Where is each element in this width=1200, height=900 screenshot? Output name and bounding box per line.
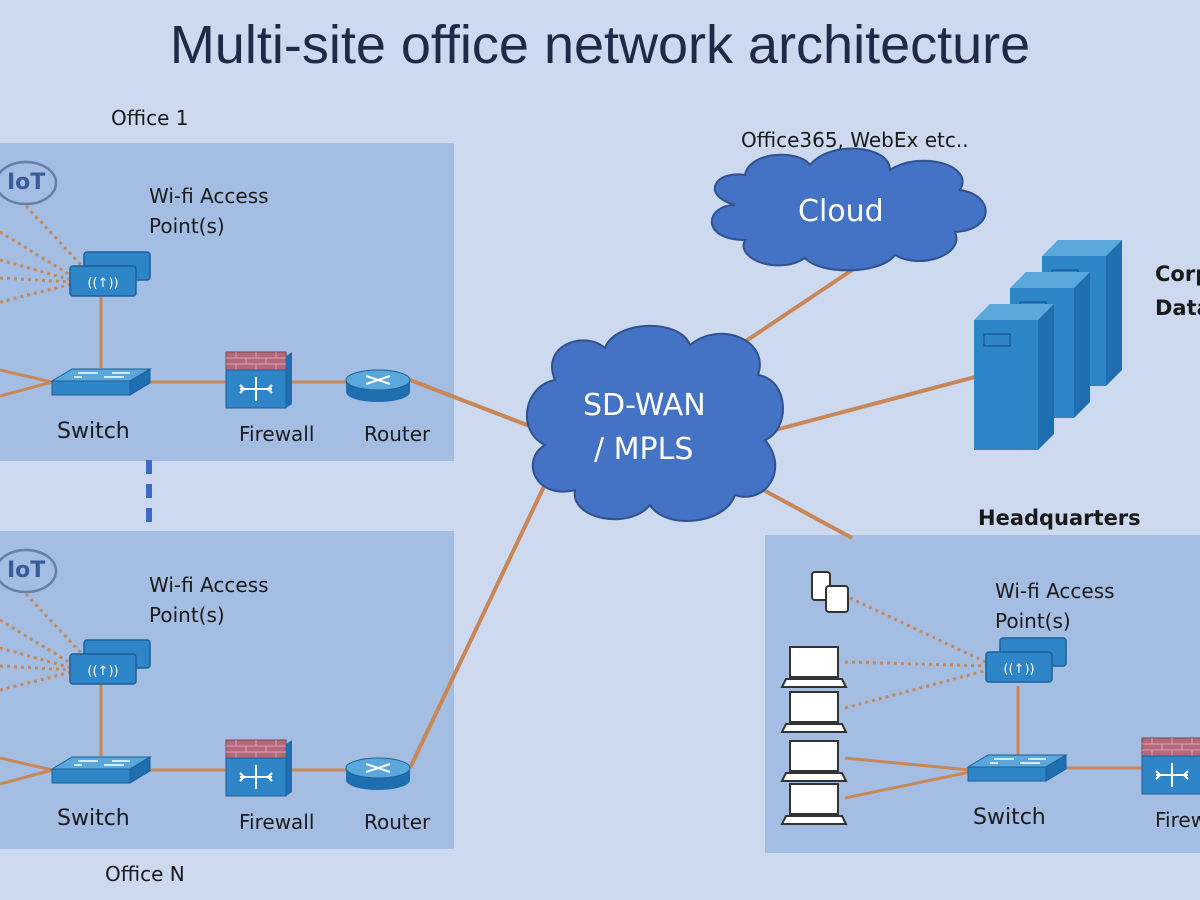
datacenter-label: Data xyxy=(1155,296,1200,320)
officeN-wiring xyxy=(0,684,348,786)
cloud-label: Cloud xyxy=(798,194,884,229)
firewall-icon xyxy=(225,739,293,797)
wifi-label: Point(s) xyxy=(149,603,225,627)
firewall-label: Firewall xyxy=(239,422,315,446)
laptop-icon xyxy=(781,691,847,733)
office1-label: Office 1 xyxy=(111,106,189,130)
server-icon xyxy=(973,303,1055,451)
wifi-label: Wi-fi Access xyxy=(149,573,269,597)
iot-icon xyxy=(0,160,58,206)
firewall-label: Firewall xyxy=(239,810,315,834)
wifi-label: Point(s) xyxy=(149,214,225,238)
wan-label: SD-WAN xyxy=(583,388,706,423)
switch-icon xyxy=(967,754,1067,782)
router-icon xyxy=(345,757,411,791)
switch-icon xyxy=(51,368,151,396)
router-label: Router xyxy=(364,422,431,446)
iot-label: IoT xyxy=(7,170,46,195)
firewall-icon xyxy=(225,351,293,409)
iot-label: IoT xyxy=(7,558,46,583)
laptop-icon xyxy=(781,646,847,688)
firewall-label: Firew xyxy=(1155,808,1200,832)
headquarters-label: Headquarters xyxy=(978,506,1141,530)
cloud-icon xyxy=(710,147,987,272)
office1-wiring xyxy=(0,296,348,398)
wifi-label: Wi-fi Access xyxy=(995,579,1115,603)
firewall-icon xyxy=(1141,737,1200,795)
wan-label: / MPLS xyxy=(594,432,694,467)
switch-icon xyxy=(51,756,151,784)
wifi-label: Wi-fi Access xyxy=(149,184,269,208)
router-label: Router xyxy=(364,810,431,834)
office1-wireless xyxy=(0,204,84,304)
cloud-services-label: Office365, WebEx etc.. xyxy=(741,128,969,152)
wan-links xyxy=(408,266,976,769)
diagram-title: Multi-site office network architecture xyxy=(169,15,1031,75)
officeN-wireless xyxy=(0,592,84,692)
hq-wiring xyxy=(844,686,1144,800)
iot-icon xyxy=(0,548,58,594)
laptop-icon xyxy=(781,783,847,825)
hq-wireless xyxy=(844,596,991,710)
switch-label: Switch xyxy=(973,805,1046,830)
datacenter-label: Corp xyxy=(1155,262,1200,286)
tablet-icon xyxy=(811,571,849,613)
wan-cloud-icon xyxy=(526,324,784,522)
switch-label: Switch xyxy=(57,419,130,444)
router-icon xyxy=(345,369,411,403)
laptop-icon xyxy=(781,740,847,782)
officeN-label: Office N xyxy=(105,862,185,886)
wifi-label: Point(s) xyxy=(995,609,1071,633)
switch-label: Switch xyxy=(57,806,130,831)
